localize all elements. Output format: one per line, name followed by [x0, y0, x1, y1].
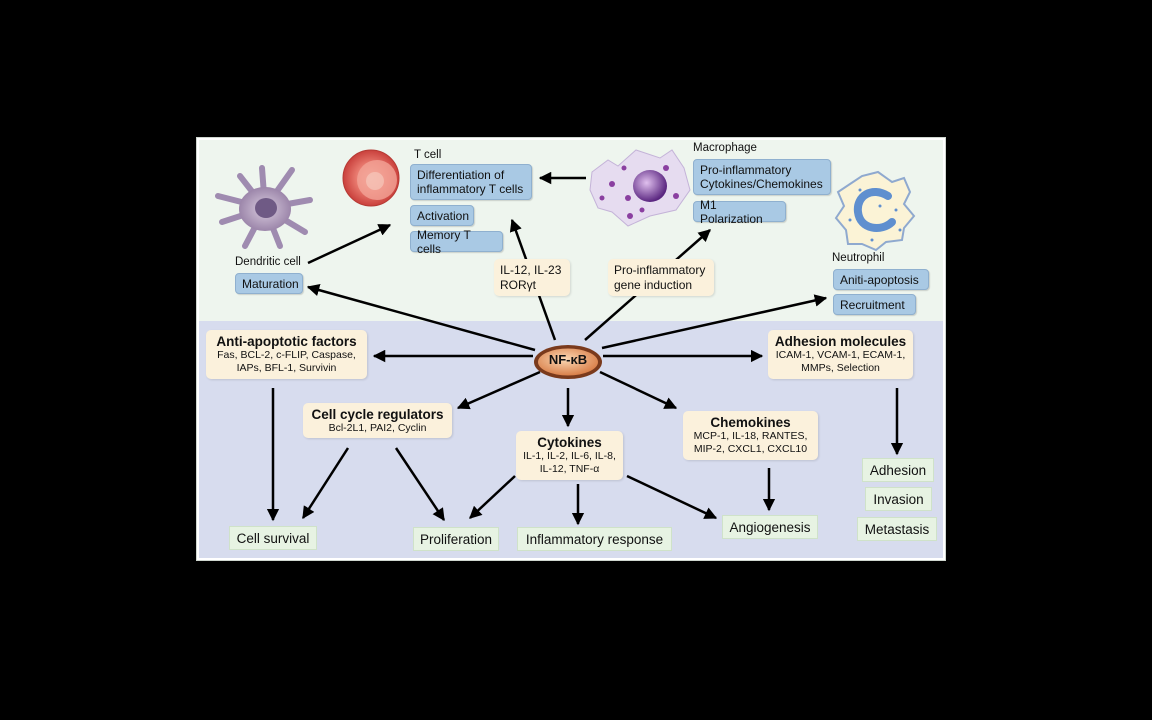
cytokines-line1: IL-1, IL-2, IL-6, IL-8, [523, 450, 616, 462]
il12-signal-box: IL-12, IL-23 RORγt [494, 259, 570, 296]
arrow-nfkb-to-maturation [306, 283, 536, 352]
arrow-cell-cycle-to-proliferation [394, 447, 446, 522]
tcell-differentiation-text: Differentiation of inflammatory T cells [417, 168, 524, 196]
arrow-dendritic-to-tcell [307, 223, 392, 265]
cytokines-title: Cytokines [537, 435, 602, 450]
anti-apoptotic-title: Anti-apoptotic factors [216, 334, 357, 349]
anti-apoptotic-box: Anti-apoptotic factors Fas, BCL-2, c-FLI… [206, 330, 367, 379]
outcome-proliferation: Proliferation [413, 527, 499, 551]
il12-text: IL-12, IL-23 [500, 263, 562, 277]
arrow-nfkb-to-chemokines [599, 370, 678, 410]
t-cell-icon [342, 149, 400, 207]
neutrophil-antiapoptosis-box: Aniti-apoptosis [833, 269, 929, 290]
outcome-inflammatory-response: Inflammatory response [517, 527, 672, 551]
anti-apoptotic-line2: IAPs, BFL-1, Survivin [236, 362, 337, 374]
anti-apoptotic-line1: Fas, BCL-2, c-FLIP, Caspase, [217, 349, 356, 361]
arrow-cell-cycle-to-survival [301, 447, 350, 520]
chemokines-line2: MIP-2, CXCL1, CXCL10 [693, 443, 808, 455]
neutrophil-title: Neutrophil [832, 252, 885, 264]
macrophage-proinflammatory-text: Pro-inflammatory Cytokines/Chemokines [700, 163, 823, 191]
dendritic-maturation-box: Maturation [235, 273, 303, 294]
chemokines-line1: MCP-1, IL-18, RANTES, [693, 430, 808, 442]
outcome-metastasis: Metastasis [857, 517, 937, 541]
adhesion-molecules-box: Adhesion molecules ICAM-1, VCAM-1, ECAM-… [768, 330, 913, 379]
tcell-differentiation-box: Differentiation of inflammatory T cells [410, 164, 532, 200]
nfkb-node [534, 345, 602, 379]
macrophage-polarization-box: M1 Polarization [693, 198, 786, 226]
macrophage-icon [589, 149, 691, 227]
gene-induction-text: Pro-inflammatory gene induction [614, 263, 706, 292]
chemokines-title: Chemokines [710, 415, 791, 430]
dendritic-title: Dendritic cell [235, 256, 301, 268]
arrow-cytokines-to-proliferation [469, 475, 516, 519]
chemokines-box: Chemokines MCP-1, IL-18, RANTES, MIP-2, … [683, 411, 818, 460]
tcell-title: T cell [414, 149, 442, 161]
arrow-nfkb-to-neutrophil [601, 294, 828, 350]
cell-cycle-box: Cell cycle regulators Bcl-2L1, PAI2, Cyc… [303, 403, 452, 438]
ror-text: RORγt [500, 278, 536, 292]
cell-cycle-line1: Bcl-2L1, PAI2, Cyclin [328, 422, 427, 434]
outcome-adhesion: Adhesion [862, 458, 934, 482]
outcome-cell-survival: Cell survival [229, 526, 317, 550]
adhesion-molecules-line1: ICAM-1, VCAM-1, ECAM-1, [775, 349, 906, 361]
nfkb-label: NF-κB [548, 352, 588, 367]
outcome-angiogenesis: Angiogenesis [722, 515, 818, 539]
adhesion-molecules-line2: MMPs, Selection [801, 362, 880, 374]
arrow-cytokines-to-angiogenesis [626, 474, 718, 520]
adhesion-molecules-title: Adhesion molecules [774, 334, 907, 349]
neutrophil-icon [834, 170, 916, 252]
gene-induction-box: Pro-inflammatory gene induction [608, 259, 714, 296]
cell-cycle-title: Cell cycle regulators [311, 407, 444, 422]
dendritic-cell-body [239, 187, 291, 231]
neutrophil-recruitment-box: Recruitment [833, 294, 916, 315]
cytokines-box: Cytokines IL-1, IL-2, IL-6, IL-8, IL-12,… [516, 431, 623, 480]
tcell-activation-box: Activation [410, 205, 474, 226]
cytokines-line2: IL-12, TNF-α [539, 463, 600, 475]
arrow-nfkb-to-cell-cycle [456, 370, 541, 410]
macrophage-title: Macrophage [693, 142, 757, 154]
outcome-invasion: Invasion [865, 487, 932, 511]
tcell-memory-box: Memory T cells [410, 228, 503, 256]
macrophage-proinflammatory-box: Pro-inflammatory Cytokines/Chemokines [693, 159, 831, 195]
